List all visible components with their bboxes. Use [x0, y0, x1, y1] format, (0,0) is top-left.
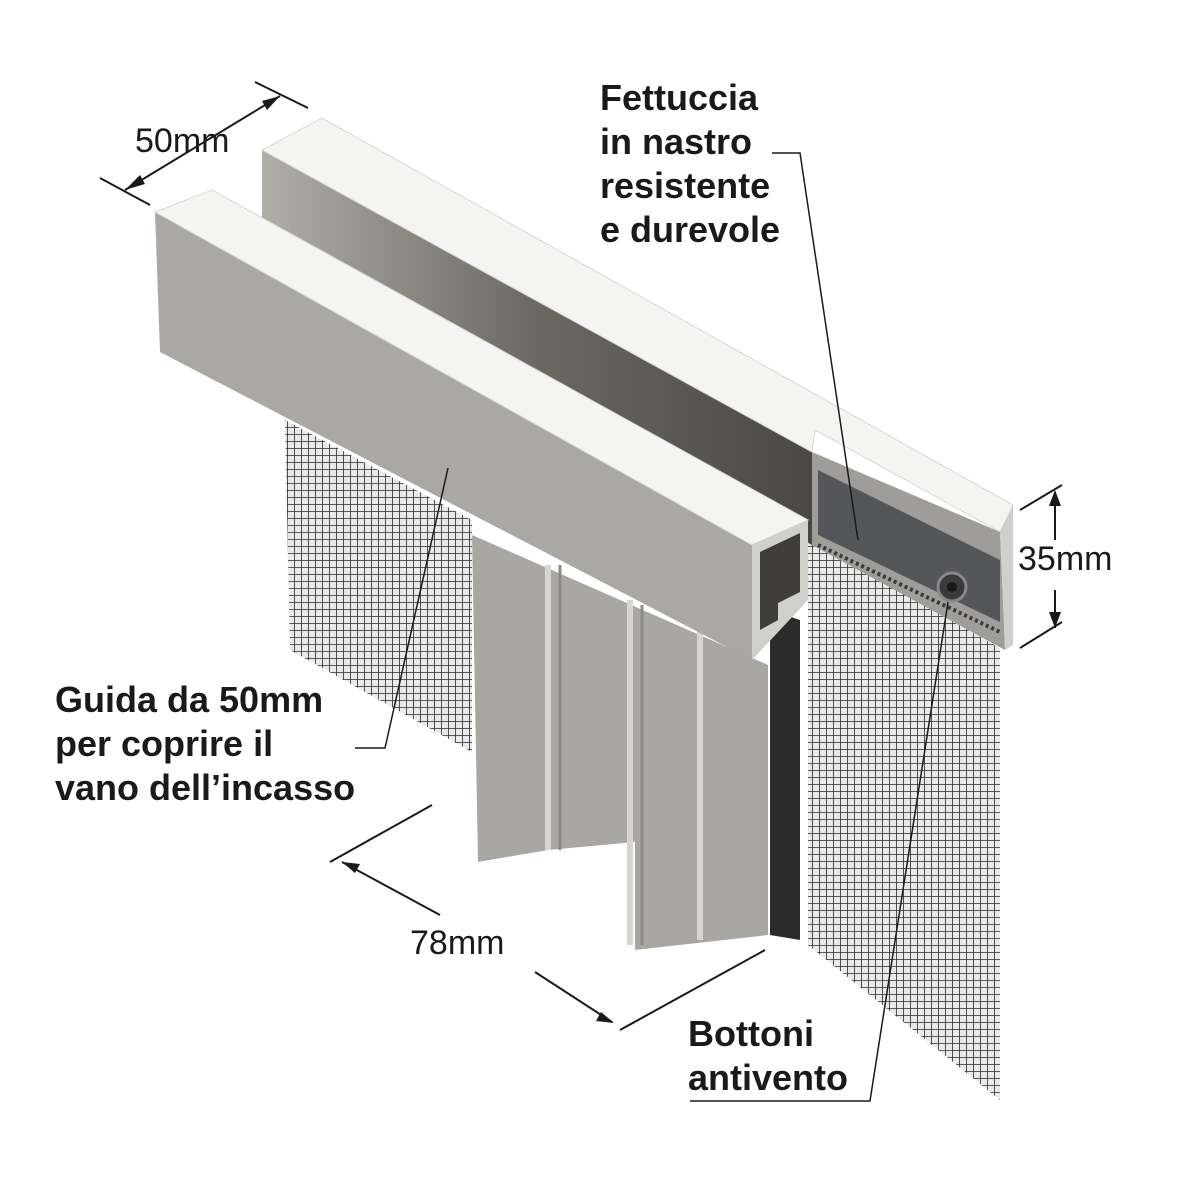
- dimension-35mm: [1019, 484, 1063, 649]
- mesh-left: [285, 420, 472, 752]
- label-line: vano dell’incasso: [55, 767, 356, 808]
- label-line: per coprire il: [55, 723, 274, 764]
- dimension-label-height: 35mm: [1018, 540, 1113, 578]
- label-line: in nastro: [600, 121, 753, 162]
- back-rail-end: [1000, 505, 1013, 650]
- leader-bottoni: [690, 601, 949, 1102]
- label-line: Bottoni: [688, 1013, 814, 1054]
- label-line: resistente: [600, 165, 771, 206]
- mesh-right: [808, 540, 1000, 1100]
- label-bottoni: Bottoni antivento: [688, 1012, 848, 1100]
- dimension-50mm: [99, 81, 309, 206]
- label-line: Fettuccia: [600, 77, 759, 118]
- label-line: e durevole: [600, 209, 781, 250]
- leader-fettuccia: [772, 152, 859, 541]
- label-guida: Guida da 50mm per coprire il vano dell’i…: [55, 678, 355, 810]
- label-line: Guida da 50mm: [55, 679, 324, 720]
- leader-guida: [355, 467, 449, 749]
- dimension-78mm: [329, 804, 766, 1031]
- front-rail-hollow: [760, 533, 800, 630]
- dark-strip: [770, 610, 800, 940]
- dimension-label-width: 50mm: [135, 122, 230, 160]
- label-fettuccia: Fettuccia in nastro resistente e durevol…: [600, 76, 780, 252]
- label-line: antivento: [688, 1057, 849, 1098]
- dimension-label-depth: 78mm: [410, 924, 505, 962]
- front-rail-face: [155, 212, 752, 660]
